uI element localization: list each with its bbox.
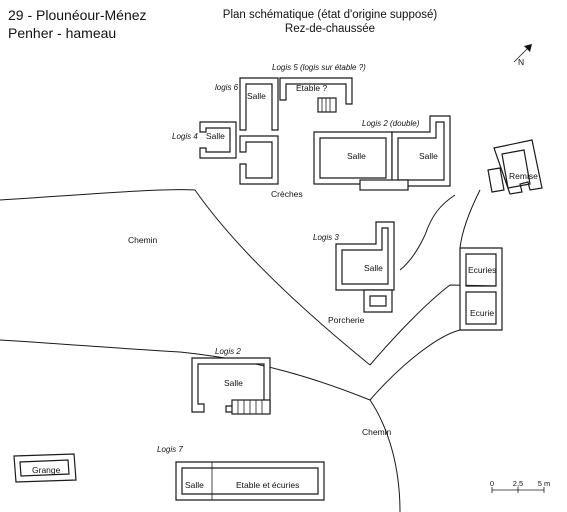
hamlet-title: Penher - hameau bbox=[8, 25, 117, 41]
logis6-room: Salle bbox=[247, 91, 266, 101]
logis7-title: Logis 7 bbox=[157, 445, 183, 454]
creches-label: Crèches bbox=[271, 189, 303, 199]
scale-tick-2: 5 m bbox=[537, 479, 551, 488]
ecuries-label: Ecuries bbox=[468, 265, 497, 275]
chemin-west-label: Chemin bbox=[128, 235, 158, 245]
logis2-title: Logis 2 bbox=[215, 347, 241, 356]
logis2-double-title: Logis 2 (double) bbox=[362, 119, 420, 128]
building-logis6 bbox=[239, 77, 279, 185]
location-title: 29 - Plounéour-Ménez bbox=[8, 7, 147, 23]
plan-level: Rez-de-chaussée bbox=[284, 23, 376, 35]
logis4-room: Salle bbox=[206, 131, 225, 141]
etable-ecuries-label: Etable et écuries bbox=[236, 480, 300, 490]
north-label: N bbox=[518, 57, 525, 67]
ecurie-label: Ecurie bbox=[470, 308, 495, 318]
grange-label: Grange bbox=[32, 465, 61, 475]
building-logis2-double bbox=[313, 115, 451, 191]
building-logis4 bbox=[199, 121, 237, 159]
logis3-room: Salle bbox=[364, 263, 383, 273]
porcherie-label: Porcherie bbox=[328, 315, 365, 325]
scale-tick-0: 0 bbox=[489, 479, 495, 488]
building-remise bbox=[487, 139, 543, 195]
logis6-title: logis 6 bbox=[215, 83, 239, 92]
remise-label: Remise bbox=[509, 171, 538, 181]
building-logis2 bbox=[191, 357, 271, 415]
logis5-title: Logis 5 (logis sur étable ?) bbox=[272, 63, 366, 72]
building-logis3 bbox=[335, 221, 395, 313]
logis3-title: Logis 3 bbox=[313, 233, 339, 242]
plan-title: Plan schématique (état d'origine supposé… bbox=[222, 9, 438, 21]
scale-tick-1: 2,5 bbox=[512, 479, 524, 488]
building-grange bbox=[13, 453, 77, 483]
chemin-south-label: Chemin bbox=[362, 427, 392, 437]
logis7-room: Salle bbox=[185, 480, 204, 490]
logis2-double-room-a: Salle bbox=[347, 151, 366, 161]
logis2-double-room-b: Salle bbox=[419, 151, 438, 161]
logis2-room: Salle bbox=[224, 378, 243, 388]
scale-bar bbox=[491, 487, 545, 493]
building-logis7 bbox=[175, 461, 325, 501]
building-logis5 bbox=[279, 77, 353, 113]
logis5-room: Etable ? bbox=[296, 83, 328, 93]
road-lines bbox=[0, 189, 501, 512]
logis4-title: Logis 4 bbox=[172, 132, 198, 141]
building-ecuries bbox=[459, 247, 503, 331]
north-arrow bbox=[513, 44, 532, 63]
